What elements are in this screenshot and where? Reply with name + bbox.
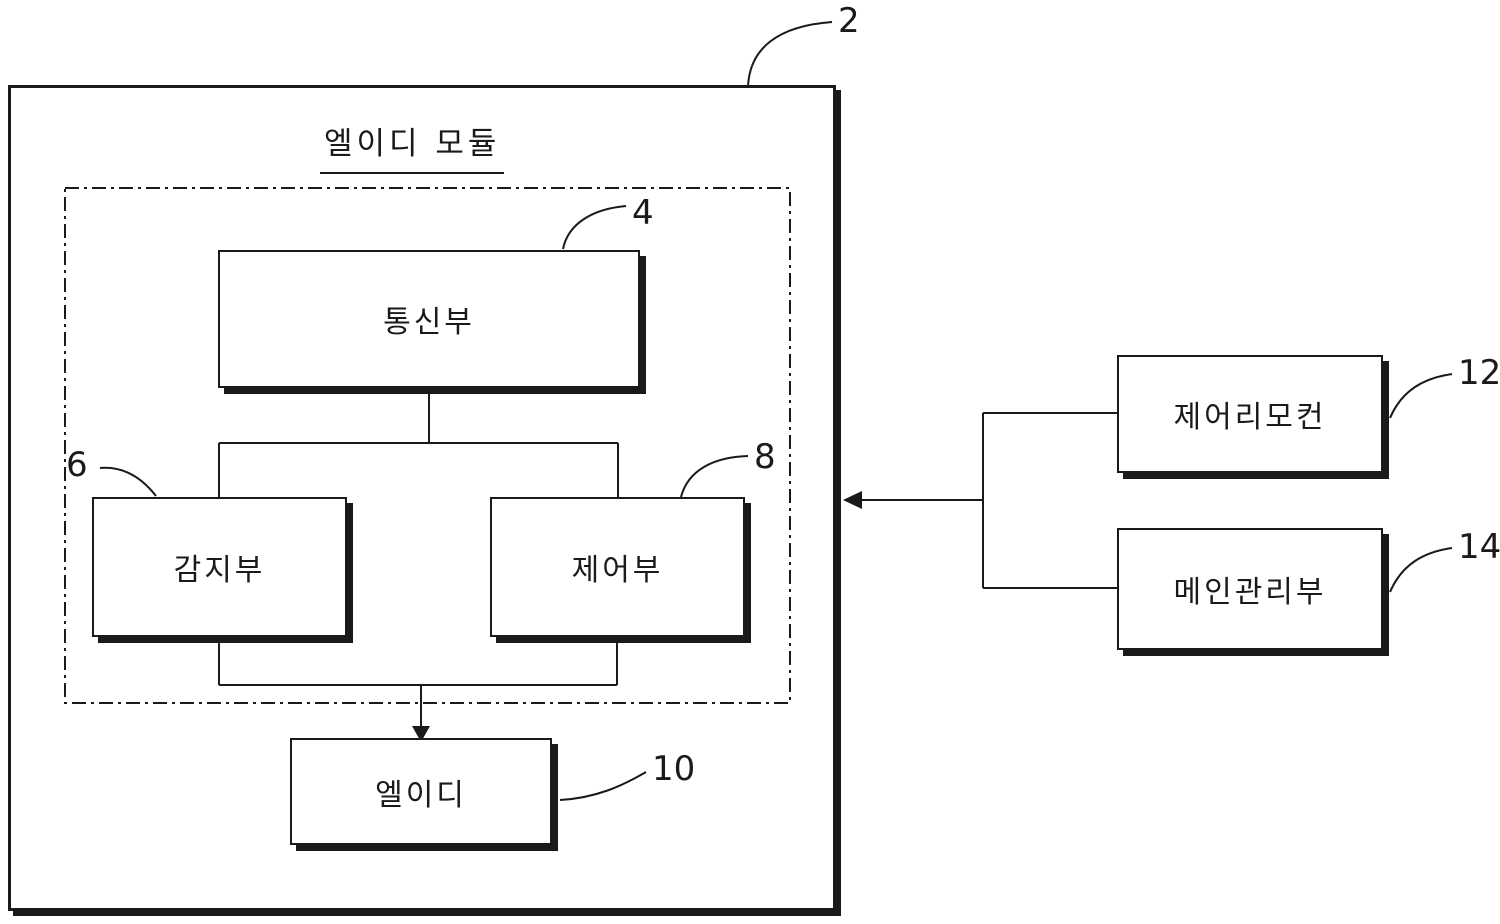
leader-curve-10 [559, 771, 647, 801]
main-manager-box: 메인관리부 [1117, 528, 1383, 650]
ref-label-4: 4 [632, 193, 654, 233]
dash-dot-boundary [64, 187, 791, 704]
comm-unit-box: 통신부 [218, 250, 640, 388]
units-to-led-connector [218, 637, 618, 728]
leader-curve-2 [747, 21, 833, 87]
leader-curve-12 [1389, 373, 1453, 419]
arrow-left-icon [843, 491, 862, 509]
arrow-down-icon [412, 726, 430, 742]
ref-label-6: 6 [66, 445, 88, 485]
leader-curve-4 [562, 205, 627, 250]
led-module-title: 엘이디 모듈 [320, 118, 505, 174]
comm-to-units-connector [218, 388, 619, 497]
led-module-outer-box [8, 85, 836, 911]
comm-unit-label: 통신부 [383, 305, 475, 340]
ref-label-8: 8 [754, 437, 776, 477]
led-label: 엘이디 [375, 777, 467, 813]
leader-curve-6 [99, 466, 157, 497]
remote-control-box: 제어리모컨 [1117, 355, 1383, 473]
remote-control-label: 제어리모컨 [1173, 400, 1327, 435]
main-manager-label: 메인관리부 [1173, 575, 1327, 610]
ref-label-12: 12 [1458, 353, 1500, 393]
external-bus-connector [858, 412, 1117, 589]
ref-label-2: 2 [838, 1, 860, 41]
ref-label-10: 10 [652, 749, 696, 789]
control-unit-box: 제어부 [490, 497, 745, 637]
ref-label-14: 14 [1458, 527, 1500, 567]
sensor-unit-label: 감지부 [173, 553, 266, 588]
control-unit-label: 제어부 [571, 553, 664, 588]
sensor-unit-box: 감지부 [92, 497, 347, 637]
leader-curve-14 [1389, 547, 1453, 593]
leader-curve-8 [680, 455, 749, 498]
led-box: 엘이디 [290, 738, 552, 845]
